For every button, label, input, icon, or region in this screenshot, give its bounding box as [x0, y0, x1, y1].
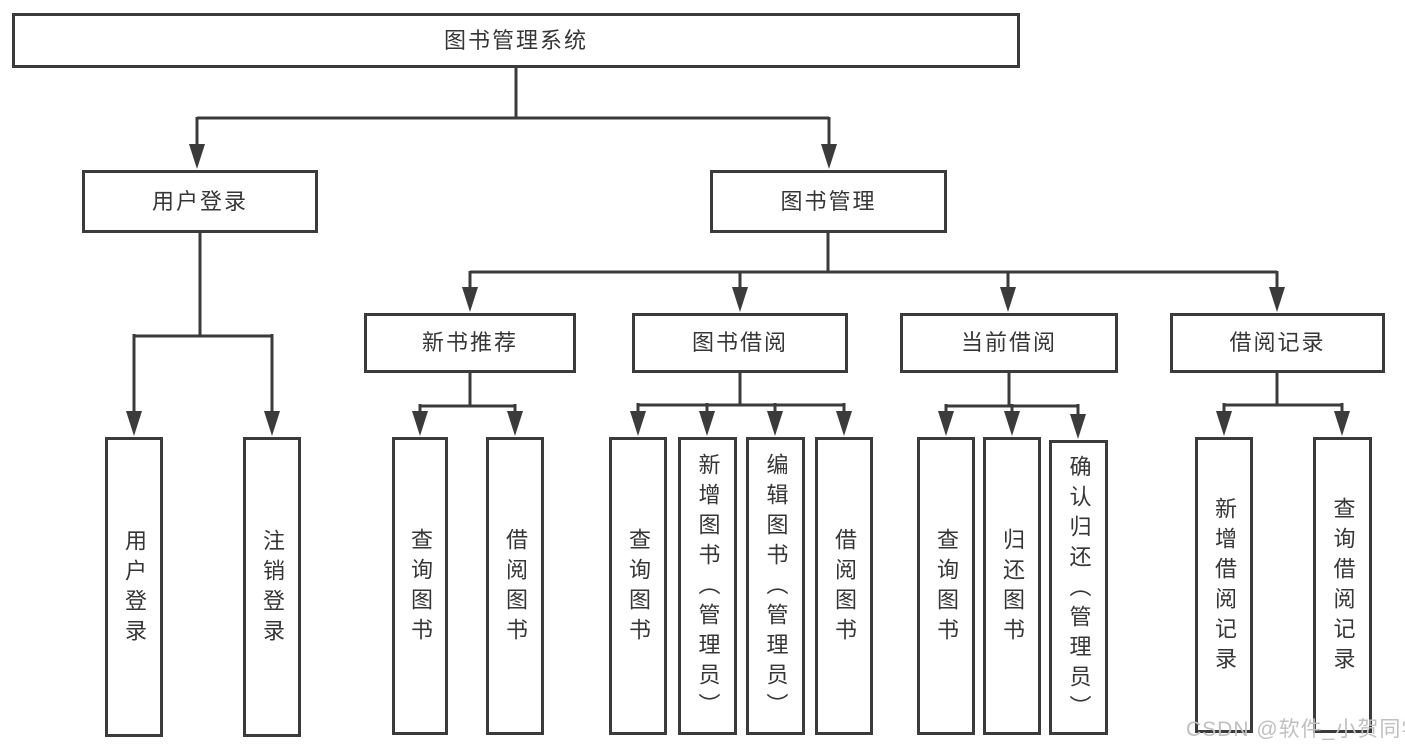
node-current-borrowing: 当前借阅 [900, 313, 1118, 373]
leaf-query-books: 查询图书 [392, 437, 448, 735]
leaf-return-books: 归还图书 [983, 437, 1041, 735]
leaf-add-books-admin: 新增图书（管理员） [678, 437, 737, 735]
leaf-query-borrow-record: 查询借阅记录 [1313, 437, 1372, 733]
leaf-borrow-books: 借阅图书 [486, 437, 544, 735]
arrowheads [126, 144, 1350, 439]
leaf-edit-books-admin: 编辑图书（管理员） [746, 437, 805, 735]
node-library-management-system: 图书管理系统 [12, 13, 1020, 68]
node-book-borrowing: 图书借阅 [632, 313, 848, 373]
leaf-query-books: 查询图书 [917, 437, 975, 735]
node-borrowing-records: 借阅记录 [1170, 313, 1385, 373]
leaf-add-borrow-record: 新增借阅记录 [1195, 437, 1253, 733]
node-user-login-branch: 用户登录 [82, 170, 318, 233]
leaf-query-books: 查询图书 [609, 437, 667, 735]
csdn-watermark: CSDN @软件_小贺同学 [1186, 718, 1405, 741]
leaf-logout: 注销登录 [243, 437, 301, 737]
leaf-user-login: 用户登录 [105, 437, 163, 737]
node-book-management-branch: 图书管理 [710, 170, 947, 233]
node-new-book-recommendation: 新书推荐 [364, 313, 576, 373]
leaf-confirm-return-admin: 确认归还（管理员） [1049, 440, 1108, 735]
leaf-borrow-books: 借阅图书 [815, 437, 873, 735]
